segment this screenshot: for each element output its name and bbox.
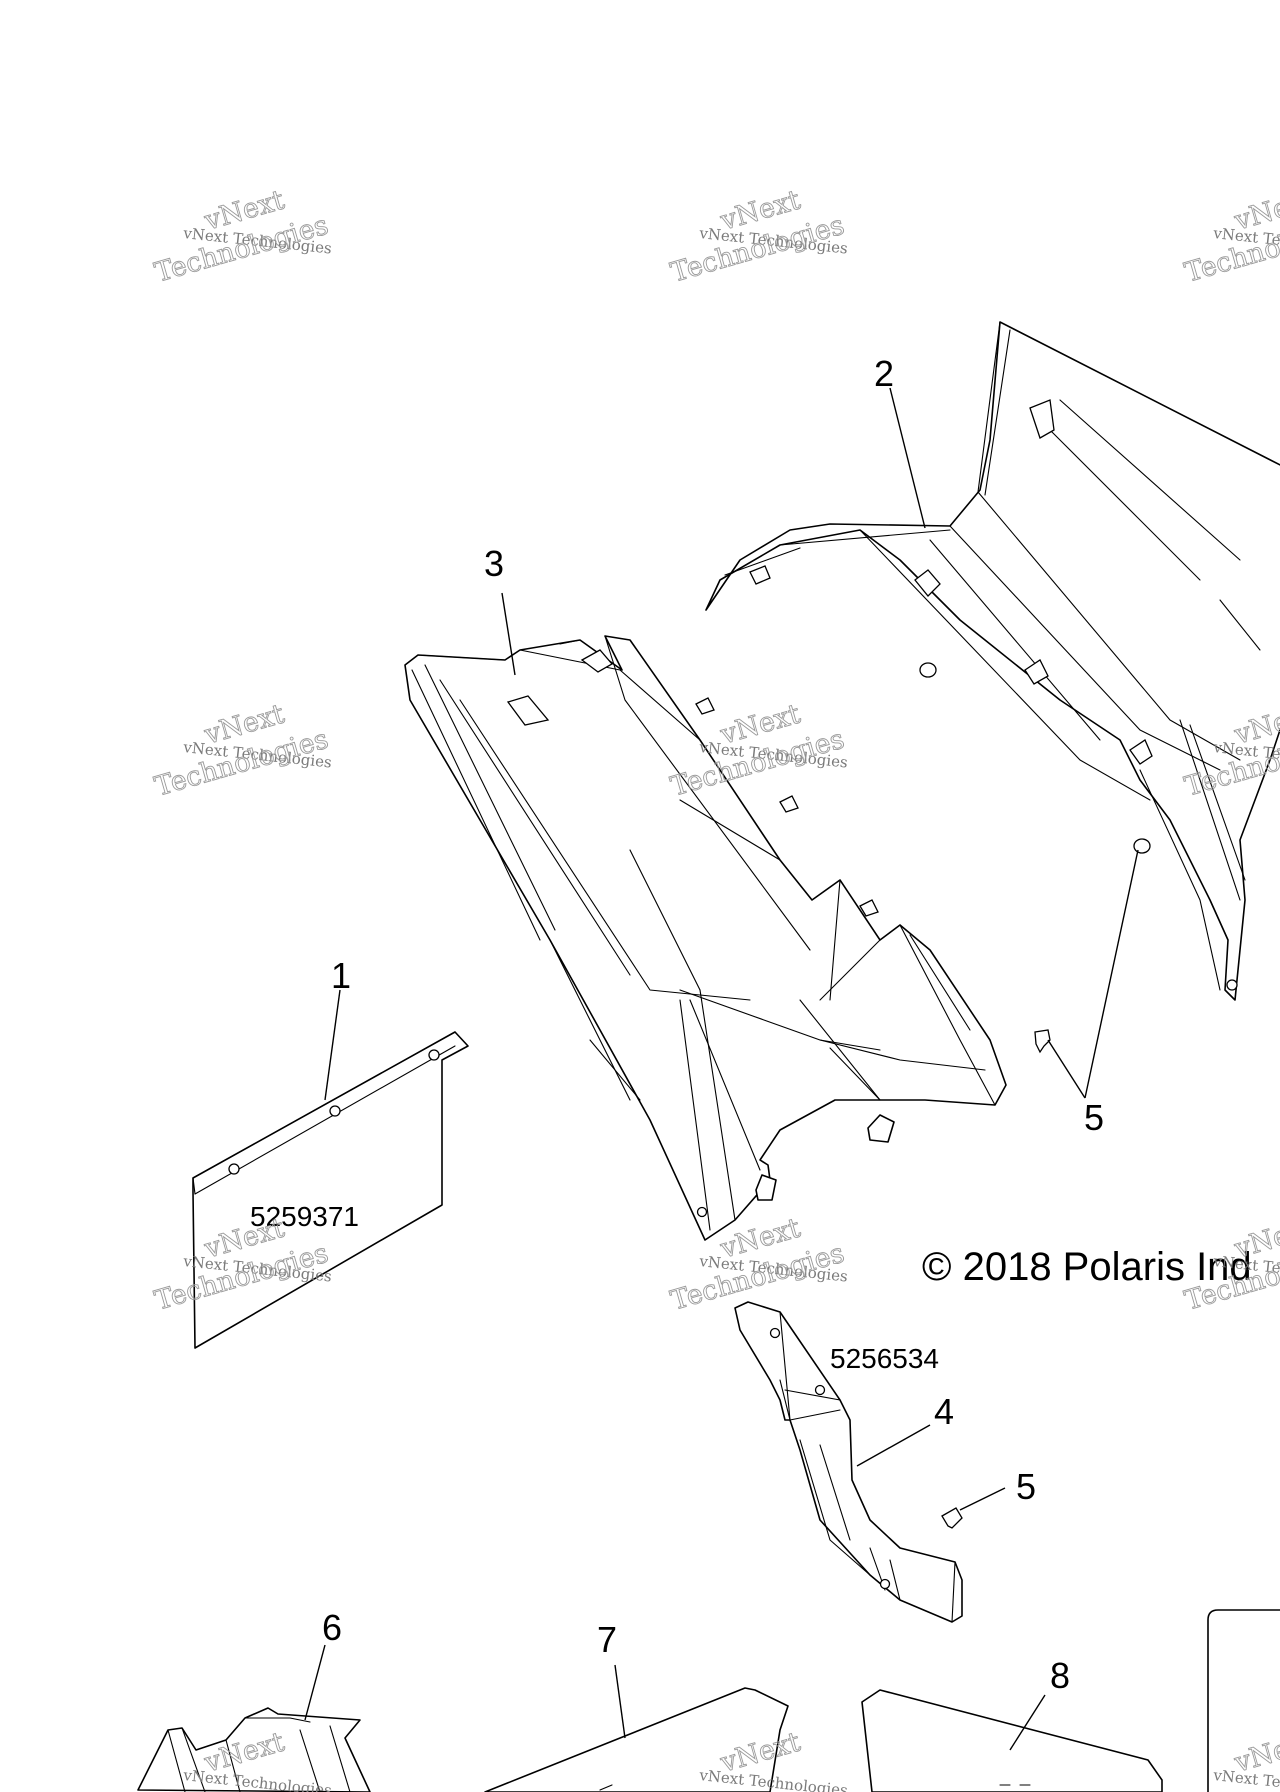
callout-8: 8 bbox=[1050, 1655, 1070, 1696]
clip-3 bbox=[1034, 1029, 1051, 1054]
watermark-3: vNext vNext Technologies Technologies bbox=[1181, 184, 1280, 289]
push-rivet-clips bbox=[919, 662, 1151, 1529]
callout-4: 4 bbox=[934, 1391, 954, 1432]
callout-6: 6 bbox=[322, 1607, 342, 1648]
callout-5-lower: 5 bbox=[1016, 1466, 1036, 1507]
part-1-flap bbox=[192, 1031, 469, 1349]
clip-4 bbox=[941, 1507, 963, 1529]
callout-3: 3 bbox=[484, 543, 504, 584]
watermark-4: vNext vNext Technologies Technologies bbox=[151, 698, 333, 803]
watermark-8: vNext vNext Technologies Technologies bbox=[667, 1212, 849, 1317]
callout-7: 7 bbox=[597, 1619, 617, 1660]
clip-1 bbox=[919, 662, 937, 678]
label-box bbox=[1207, 1609, 1280, 1792]
part-3-fender-panel bbox=[404, 635, 1007, 1241]
part-7-decal bbox=[484, 1687, 789, 1792]
part-8-decal bbox=[861, 1689, 1163, 1792]
copyright-notice: © 2018 Polaris Ind bbox=[922, 1245, 1252, 1289]
callout-numbers: 2 3 1 5 4 5 6 7 8 bbox=[322, 353, 1104, 1696]
clip-2 bbox=[1133, 838, 1151, 854]
watermark-1: vNext vNext Technologies Technologies bbox=[151, 184, 333, 289]
callout-1: 1 bbox=[331, 955, 351, 996]
part-2-rear-fender bbox=[705, 321, 1280, 1001]
part-number-1: 5259371 bbox=[250, 1201, 359, 1232]
leader-lines bbox=[304, 387, 1139, 1751]
callout-5-upper: 5 bbox=[1084, 1097, 1104, 1138]
callout-2: 2 bbox=[874, 353, 894, 394]
watermark-2: vNext vNext Technologies Technologies bbox=[667, 184, 849, 289]
part-number-4: 5256534 bbox=[830, 1343, 939, 1374]
part-4-side-guard bbox=[734, 1301, 963, 1623]
part-6-bracket bbox=[137, 1707, 371, 1792]
